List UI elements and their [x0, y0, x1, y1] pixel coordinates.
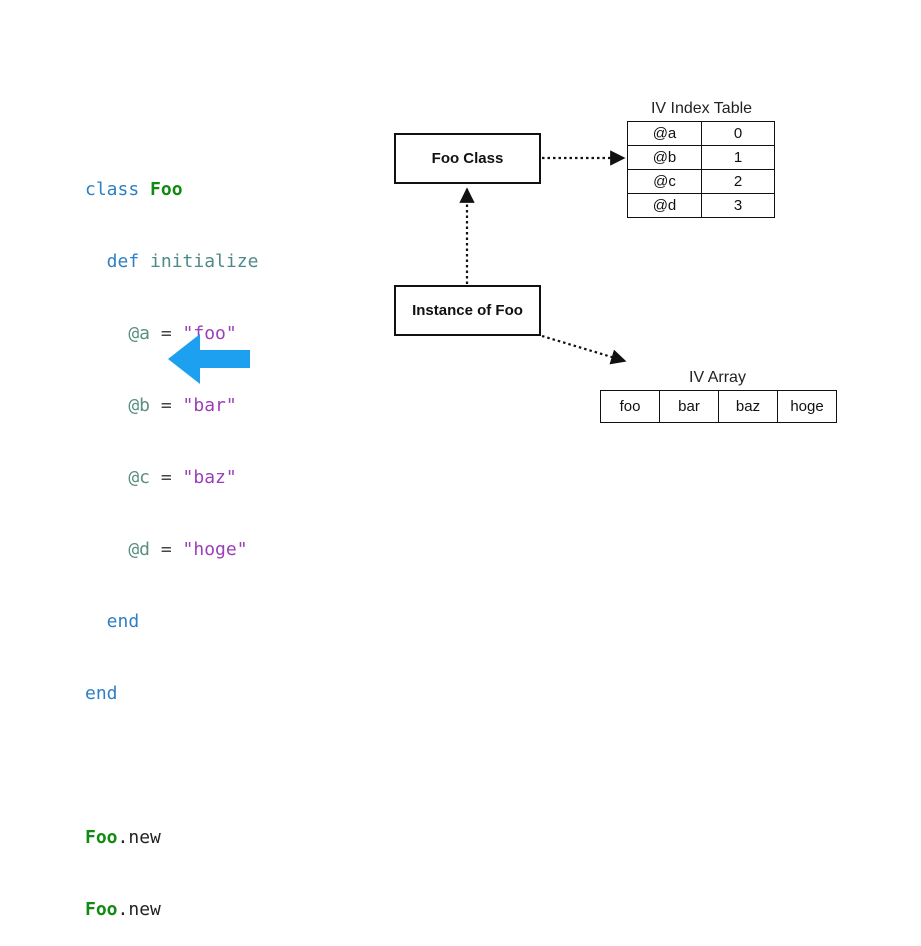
code-token: "bar": [182, 395, 237, 416]
code-line: @d = "hoge": [85, 538, 258, 562]
code-line: @b = "bar": [85, 394, 258, 418]
table-row: @b 1: [627, 145, 775, 170]
code-token: Foo: [85, 827, 118, 848]
code-token: "hoge": [182, 539, 248, 560]
code-token: .new: [117, 827, 161, 848]
table-row: @a 0: [627, 121, 775, 146]
left-arrow-icon: [168, 334, 250, 384]
code-line: def initialize: [85, 250, 259, 274]
code-token: @d: [85, 539, 151, 560]
code-line: end: [85, 610, 258, 634]
code-blank-line: [85, 754, 258, 778]
iv-index-cell: 3: [701, 193, 775, 218]
code-token: def: [85, 251, 151, 272]
code-line: @c = "baz": [85, 466, 258, 490]
code-token: =: [150, 539, 183, 560]
code-token: end: [85, 683, 118, 704]
code-token: @b: [85, 395, 151, 416]
code-token: @a: [85, 323, 151, 344]
code-token: class: [85, 179, 151, 200]
code-token: Foo: [150, 179, 183, 200]
code-line: Foo.new: [85, 826, 258, 850]
iv-name-cell: @a: [627, 121, 702, 146]
iv-index-cell: 1: [701, 145, 775, 170]
code-line: Foo.new: [85, 898, 258, 922]
foo-class-label: Foo Class: [431, 150, 504, 167]
code-token: .new: [117, 899, 161, 920]
code-token: Foo: [85, 899, 118, 920]
iv-index-table-title: IV Index Table: [650, 100, 753, 117]
code-token: =: [150, 395, 183, 416]
iv-name-cell: @d: [627, 193, 702, 218]
iv-array-cell: hoge: [777, 390, 837, 423]
iv-name-cell: @b: [627, 145, 702, 170]
code-listing: class Foo def initialize @a = "foo" @b =…: [85, 130, 258, 946]
code-token: "baz": [182, 467, 237, 488]
iv-array-cell: foo: [600, 390, 660, 423]
code-token: =: [150, 467, 183, 488]
foo-class-box: Foo Class: [394, 133, 541, 184]
arrow-instance-to-iv-array: [541, 334, 627, 365]
instance-of-foo-label: Instance of Foo: [412, 302, 523, 319]
instance-of-foo-box: Instance of Foo: [394, 285, 541, 336]
table-row: @d 3: [627, 193, 775, 218]
table-row: @c 2: [627, 169, 775, 194]
iv-index-table: @a 0 @b 1 @c 2 @d 3: [627, 121, 775, 218]
iv-index-cell: 0: [701, 121, 775, 146]
table-row: foo bar baz hoge: [600, 390, 837, 423]
code-token: =: [150, 323, 183, 344]
iv-name-cell: @c: [627, 169, 702, 194]
code-line: class Foo: [85, 178, 258, 202]
code-token: initialize: [150, 251, 259, 272]
iv-array-title: IV Array: [689, 369, 746, 386]
iv-index-cell: 2: [701, 169, 775, 194]
iv-array-cell: bar: [659, 390, 719, 423]
iv-array: foo bar baz hoge: [600, 390, 837, 423]
code-token: end: [85, 611, 140, 632]
code-token: @c: [85, 467, 151, 488]
iv-array-cell: baz: [718, 390, 778, 423]
code-line: end: [85, 682, 258, 706]
